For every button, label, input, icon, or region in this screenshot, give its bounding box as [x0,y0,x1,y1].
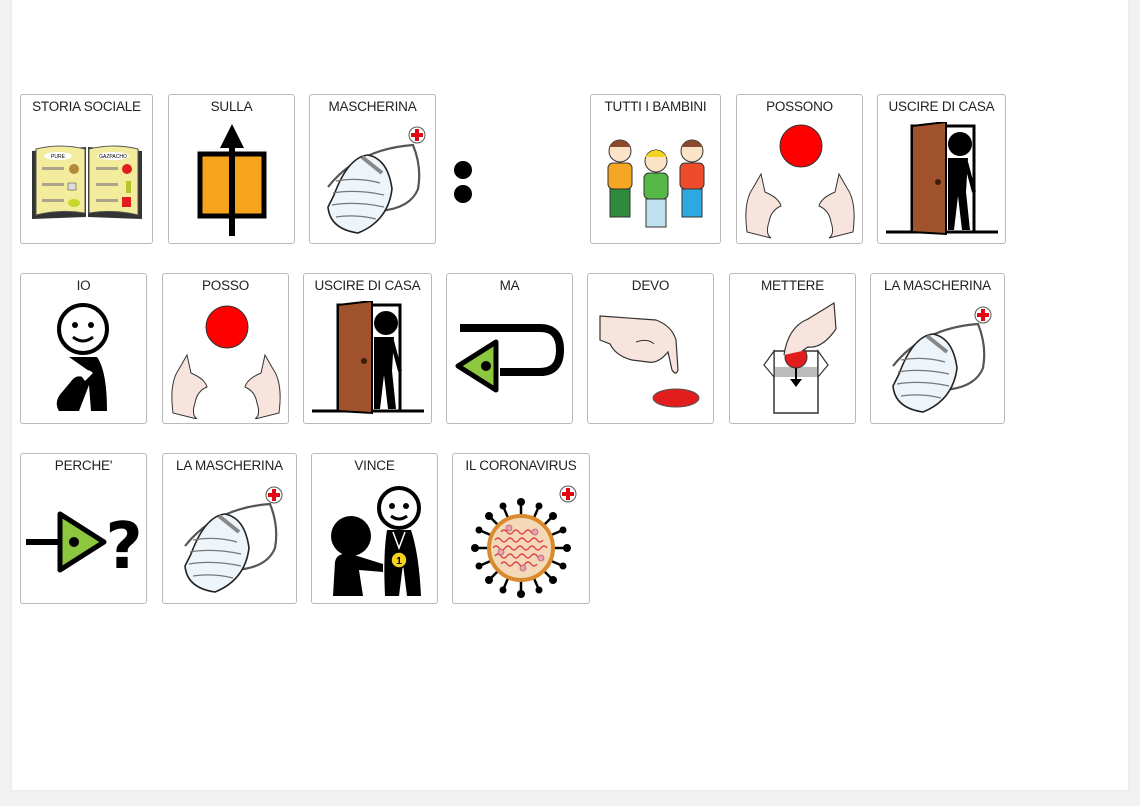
card-label: PERCHE' [54,458,113,473]
svg-text:1: 1 [396,556,402,567]
face-mask-icon [891,322,985,413]
arrow-through-box-icon [197,124,266,236]
card-label: MA [499,278,520,293]
recipe-book-icon: PURE GAZPACHO [31,145,142,219]
colon-icon [454,161,472,203]
hands-reaching-ball-icon [170,305,281,419]
winner-medal-icon: 1 [330,486,421,596]
card-label: TUTTI I BAMBINI [604,99,707,114]
finger-pointing-down-icon [598,315,699,408]
return-arrow-icon [455,324,564,393]
card-uscire-di-casa[interactable]: USCIRE DI CASA [303,273,432,424]
svg-text:GAZPACHO: GAZPACHO [99,154,127,160]
svg-text:PURE: PURE [51,154,66,160]
card-posso[interactable]: POSSO [162,273,289,424]
card-label: USCIRE DI CASA [314,278,421,293]
card-label: VINCE [354,458,395,473]
person-exiting-door-icon [885,122,998,236]
card-possono[interactable]: POSSONO [736,94,863,244]
card-la-mascherina[interactable]: LA MASCHERINA [870,273,1005,424]
card-label: LA MASCHERINA [884,278,991,293]
card-il-coronavirus[interactable]: IL CORONAVIRUS [452,453,590,604]
card-uscire-di-casa[interactable]: USCIRE DI CASA [877,94,1006,244]
card-label: LA MASCHERINA [176,458,283,473]
coronavirus-icon [471,498,571,598]
card-label: POSSO [201,278,249,293]
medical-cross-icon [559,485,577,503]
card-mascherina[interactable]: MASCHERINA [309,94,436,244]
card-mettere[interactable]: METTERE [729,273,856,424]
card-label: DEVO [631,278,670,293]
person-pointing-self-icon [56,303,109,411]
card-ma[interactable]: MA [446,273,573,424]
card-tutti-i-bambini[interactable]: TUTTI I BAMBINI [590,94,721,244]
card-label: SULLA [210,99,253,114]
card-label: STORIA SOCIALE [32,99,141,114]
medical-cross-icon [265,486,283,504]
card-devo[interactable]: DEVO [587,273,714,424]
face-mask-icon [183,502,277,593]
card-label: USCIRE DI CASA [888,99,995,114]
document-sheet: STORIA SOCIALE PURE GAZPACHO SULLA [12,0,1128,790]
medical-cross-icon [974,306,992,324]
card-sulla[interactable]: SULLA [168,94,295,244]
person-exiting-door-icon [311,301,424,415]
card-label: POSSONO [766,99,833,114]
three-children-icon [607,139,704,228]
hands-reaching-ball-icon [744,124,855,239]
hand-putting-ball-in-box-icon [762,301,837,414]
why-arrow-question-icon: ? [25,510,142,576]
card-label: IO [76,278,91,293]
card-la-mascherina[interactable]: LA MASCHERINA [162,453,297,604]
card-io[interactable]: IO [20,273,147,424]
card-label: IL CORONAVIRUS [465,458,577,473]
face-mask-icon [326,143,420,234]
card-storia-sociale[interactable]: STORIA SOCIALE PURE GAZPACHO [20,94,153,244]
medical-cross-icon [408,126,426,144]
card-label: MASCHERINA [328,99,417,114]
card-perche[interactable]: PERCHE' ? [20,453,147,604]
svg-text:?: ? [105,510,142,576]
card-vince[interactable]: VINCE 1 [311,453,438,604]
card-label: METTERE [760,278,825,293]
